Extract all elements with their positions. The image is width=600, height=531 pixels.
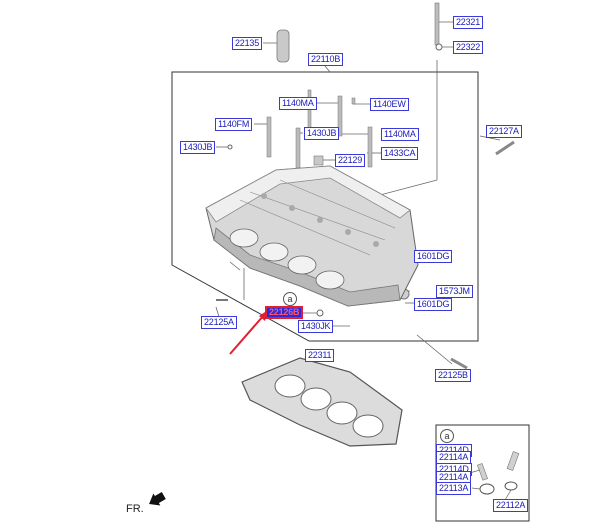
part-label-22125a[interactable]: 22125A — [201, 316, 237, 329]
part-label-22321[interactable]: 22321 — [453, 16, 484, 29]
front-direction-label: FR. — [126, 503, 144, 515]
part-label-1430jb-center[interactable]: 1430JB — [304, 127, 340, 140]
part-label-22112a[interactable]: 22112A — [493, 499, 529, 512]
part-label-22125b[interactable]: 22125B — [435, 369, 471, 382]
cylinder-head — [205, 165, 419, 307]
part-label-22311[interactable]: 22311 — [305, 349, 335, 362]
part-label-highlighted[interactable]: 22126B — [265, 306, 304, 319]
part-label-1140ma-top[interactable]: 1140MA — [279, 97, 317, 110]
callout-a-main: a — [283, 292, 297, 306]
front-arrow-icon — [149, 492, 166, 506]
assembly-frame — [171, 71, 479, 342]
part-label-22322[interactable]: 22322 — [453, 41, 484, 54]
part-label-22129[interactable]: 22129 — [335, 154, 366, 167]
part-label-22127a[interactable]: 22127A — [486, 125, 522, 138]
callout-a-inset: a — [440, 429, 454, 443]
part-label-1140ew[interactable]: 1140EW — [370, 98, 409, 111]
inset-parts — [465, 451, 520, 501]
hardware-parts — [216, 2, 515, 370]
part-label-22110b[interactable]: 22110B — [308, 53, 344, 66]
part-label-1601dg-top[interactable]: 1601DG — [414, 250, 453, 263]
part-label-1140fm[interactable]: 1140FM — [215, 118, 253, 131]
part-label-1140ma-right[interactable]: 1140MA — [381, 128, 419, 141]
part-label-1573jm[interactable]: 1573JM — [436, 285, 473, 298]
part-label-22114a-lower[interactable]: 22114A — [436, 471, 472, 484]
part-label-1430jk[interactable]: 1430JK — [298, 320, 334, 333]
part-label-22135[interactable]: 22135 — [232, 37, 263, 50]
head-gasket — [241, 357, 403, 447]
part-label-22113a[interactable]: 22113A — [436, 482, 472, 495]
part-label-1433ca[interactable]: 1433CA — [381, 147, 419, 160]
part-label-1601dg-bottom[interactable]: 1601DG — [414, 298, 453, 311]
part-label-1430jb-left[interactable]: 1430JB — [180, 141, 216, 154]
